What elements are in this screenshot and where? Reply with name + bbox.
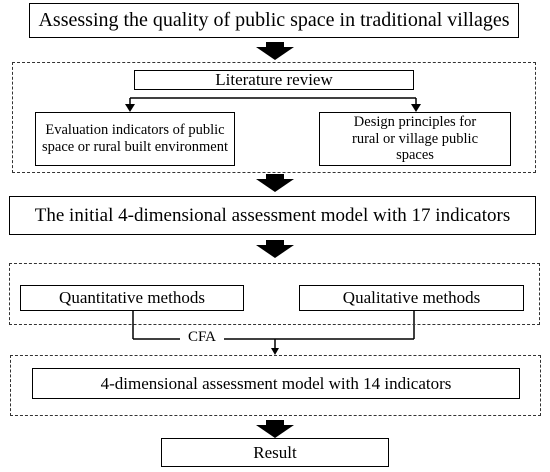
literature-review-box: Literature review <box>134 70 414 90</box>
initial-model-text: The initial 4-dimensional assessment mod… <box>34 204 511 226</box>
cfa-label: CFA <box>187 329 217 345</box>
down-block-arrow-4 <box>256 420 294 438</box>
arrow-head-right <box>411 104 421 112</box>
title-text: Assessing the quality of public space in… <box>38 9 510 31</box>
quantitative-text: Quantitative methods <box>59 288 205 307</box>
evaluation-indicators-text: Evaluation indicators of public space or… <box>41 122 229 155</box>
qualitative-text: Qualitative methods <box>342 288 481 307</box>
literature-group <box>12 62 536 173</box>
quantitative-box: Quantitative methods <box>20 285 244 311</box>
down-block-arrow-1 <box>256 42 294 60</box>
final-model-text: 4-dimensional assessment model with 14 i… <box>100 373 452 393</box>
final-model-box: 4-dimensional assessment model with 14 i… <box>32 368 520 399</box>
down-block-arrow-3 <box>256 240 294 258</box>
down-block-arrow-2 <box>256 174 294 192</box>
qualitative-box: Qualitative methods <box>299 285 524 311</box>
result-box: Result <box>161 438 389 467</box>
arrow-head-cfa <box>271 348 279 355</box>
result-text: Result <box>253 442 297 462</box>
initial-model-box: The initial 4-dimensional assessment mod… <box>9 196 536 235</box>
title-box: Assessing the quality of public space in… <box>29 3 519 38</box>
design-principles-text: Design principles for rural or village p… <box>351 113 479 164</box>
final-model-group <box>10 355 541 416</box>
arrow-head-left <box>125 104 135 112</box>
evaluation-indicators-box: Evaluation indicators of public space or… <box>35 112 235 166</box>
design-principles-box: Design principles for rural or village p… <box>319 112 511 166</box>
literature-review-text: Literature review <box>215 70 333 89</box>
methods-group <box>9 263 540 325</box>
